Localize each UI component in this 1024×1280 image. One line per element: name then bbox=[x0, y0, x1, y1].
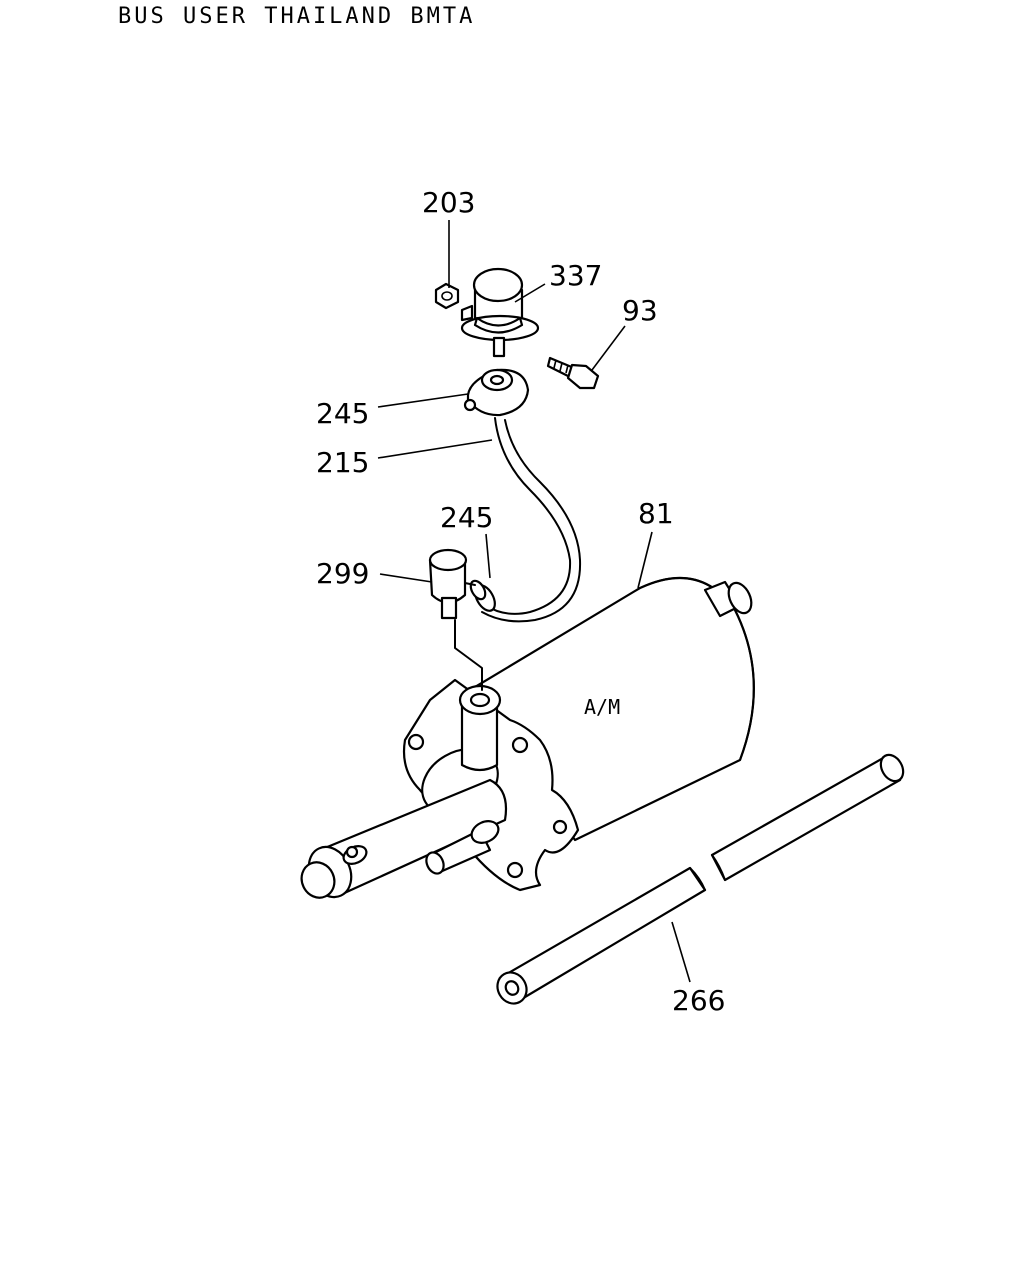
label-203: 203 bbox=[422, 186, 475, 219]
label-299: 299 bbox=[316, 557, 369, 590]
page-title: BUS USER THAILAND BMTA bbox=[118, 4, 476, 29]
label-81: 81 bbox=[638, 497, 674, 530]
label-245-top: 245 bbox=[316, 397, 369, 430]
fitting-245-lower bbox=[469, 579, 496, 612]
leader-lines bbox=[377, 220, 691, 983]
rod-housing bbox=[300, 778, 508, 899]
connector-299 bbox=[428, 548, 483, 691]
hose-266 bbox=[496, 753, 905, 1005]
fitting-245-upper bbox=[463, 368, 530, 417]
label-215: 215 bbox=[316, 446, 369, 479]
port-boss bbox=[458, 684, 502, 772]
marking-am: A/M bbox=[584, 695, 620, 719]
label-93: 93 bbox=[622, 294, 658, 327]
outlet-pipe bbox=[425, 820, 500, 875]
label-245-mid: 245 bbox=[440, 501, 493, 534]
label-337: 337 bbox=[549, 259, 602, 292]
label-266: 266 bbox=[672, 984, 725, 1017]
nut-203 bbox=[434, 282, 460, 310]
valve-337 bbox=[460, 267, 540, 358]
pipe-215 bbox=[481, 417, 582, 623]
bolt-93 bbox=[546, 356, 600, 390]
